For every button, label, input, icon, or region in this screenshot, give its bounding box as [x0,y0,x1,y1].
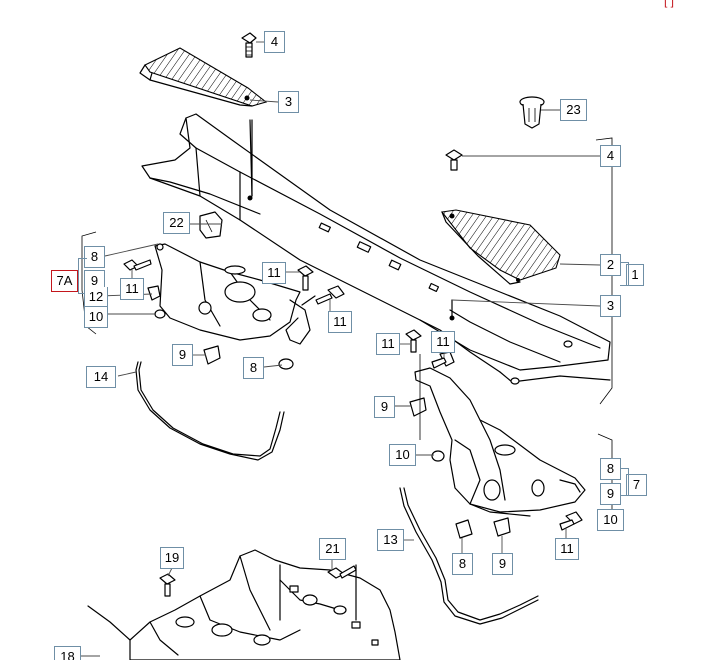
callout-part-8-bottom[interactable]: 8 [452,553,473,575]
callout-part-11-e[interactable]: 11 [431,331,455,353]
bolt-icon [559,511,583,531]
clip-icon [455,519,473,539]
bracket-group-1 [620,262,629,286]
callout-part-3-right[interactable]: 3 [600,295,621,317]
bolt-icon [159,573,176,597]
washer-hose-13 [403,487,539,621]
bracket-right [414,367,586,517]
corner-mark: [ ] [664,0,675,8]
clip-icon [147,285,161,301]
callout-part-11-f[interactable]: 11 [555,538,579,560]
plenum-panel [141,113,611,385]
callout-part-8-right[interactable]: 8 [600,458,621,480]
callout-part-9-b[interactable]: 9 [172,344,193,366]
callout-part-10-left[interactable]: 10 [84,306,108,328]
bracket-group-7 [620,468,629,496]
callout-part-8-b[interactable]: 8 [243,357,264,379]
callout-part-18[interactable]: 18 [54,646,81,660]
callout-part-11-b[interactable]: 11 [262,262,286,284]
callout-part-11-c[interactable]: 11 [328,311,352,333]
callout-part-10-b[interactable]: 10 [389,444,416,466]
clip-icon [409,397,427,417]
bolt-icon [445,149,463,171]
assembly-outline-7a [81,231,97,335]
bolt-icon [123,259,152,271]
callout-part-14[interactable]: 14 [86,366,116,388]
nut-icon [154,309,166,319]
nut-icon [278,358,294,370]
callout-part-11-d[interactable]: 11 [376,333,400,355]
callout-part-19[interactable]: 19 [160,547,184,569]
clip-icon [203,345,221,365]
callout-part-2[interactable]: 2 [600,254,621,276]
callout-part-4-top[interactable]: 4 [264,31,285,53]
callout-part-7a[interactable]: 7A [51,270,78,292]
callout-part-21[interactable]: 21 [319,538,346,560]
bolt-icon [315,285,345,305]
nut-icon [431,450,445,462]
callout-part-9-right[interactable]: 9 [600,483,621,505]
callout-part-1[interactable]: 1 [626,264,644,286]
bolt-icon [241,32,257,58]
clip-icon [199,211,223,239]
lower-body-panel [87,549,401,660]
washer-hose-14 [135,361,285,461]
callout-part-9-bottom[interactable]: 9 [492,553,513,575]
bolt-icon [297,265,314,291]
clip-icon [519,96,545,129]
callout-part-9-left[interactable]: 9 [84,270,105,292]
callout-part-23[interactable]: 23 [560,99,587,121]
water-deflector-left [139,47,268,107]
callout-part-8-left[interactable]: 8 [84,246,105,268]
callout-part-11-a[interactable]: 11 [120,278,144,300]
bolt-icon [431,351,455,369]
callout-part-7[interactable]: 7 [626,474,647,496]
callout-part-4-right[interactable]: 4 [600,145,621,167]
clip-icon [493,517,511,537]
bolt-icon [327,565,357,579]
bracket-left [154,243,316,345]
callout-part-22[interactable]: 22 [163,212,190,234]
callout-part-10-right[interactable]: 10 [597,509,624,531]
callout-part-9-c[interactable]: 9 [374,396,395,418]
bolt-icon [405,329,422,353]
callout-part-12[interactable]: 12 [84,287,108,309]
callout-part-3-top[interactable]: 3 [278,91,299,113]
callout-part-13[interactable]: 13 [377,529,404,551]
water-deflector-right [440,209,561,285]
bracket-group-7a [78,258,87,294]
